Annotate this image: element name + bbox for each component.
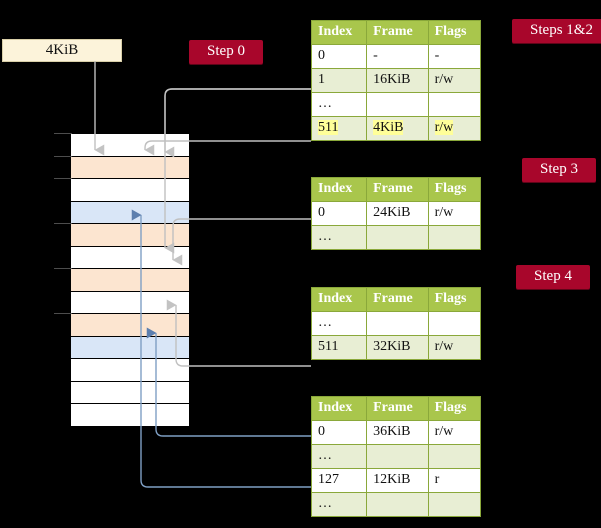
highlighted-value: r/w (434, 120, 454, 135)
memory-frame-row (70, 403, 190, 427)
memory-frame-row (70, 335, 190, 359)
table-cell (366, 92, 429, 117)
table-cell: … (310, 444, 368, 469)
table-cell (366, 225, 429, 250)
badge-steps-1-2: Steps 1&2 (512, 19, 601, 43)
column-header-flags: Flags (427, 20, 482, 45)
table-cell: 36KiB (366, 420, 429, 445)
memory-frame-row (70, 223, 190, 247)
table-cell: r/w (427, 68, 482, 93)
table-cell: r (427, 468, 482, 493)
table-cell: - (366, 44, 429, 69)
physical-memory-column (70, 133, 190, 427)
memory-tick (54, 313, 72, 314)
table-cell: r/w (427, 335, 482, 360)
table-cell (427, 311, 482, 336)
memory-tick (54, 223, 72, 224)
table-row: … (310, 444, 482, 469)
table-cell: 0 (310, 201, 368, 226)
table-row: … (310, 492, 482, 517)
highlighted-value: 511 (318, 120, 339, 135)
table-cell: 4KiB (366, 116, 429, 141)
memory-frame-row (70, 290, 190, 314)
table-cell (366, 492, 429, 517)
table-row: 0-- (310, 44, 482, 69)
table-cell (427, 492, 482, 517)
table-row: … (310, 225, 482, 250)
column-header-frame: Frame (366, 396, 429, 421)
column-header-flags: Flags (427, 287, 482, 312)
table-cell: 0 (310, 420, 368, 445)
memory-tick (54, 268, 72, 269)
table-cell: … (310, 92, 368, 117)
column-header-index: Index (310, 287, 368, 312)
memory-tick (54, 178, 72, 179)
badge-step-4: Step 4 (516, 265, 590, 289)
column-header-frame: Frame (366, 20, 429, 45)
column-header-frame: Frame (366, 177, 429, 202)
table-cell: 511 (310, 335, 368, 360)
badge-step-0: Step 0 (189, 40, 263, 64)
memory-frame-row (70, 380, 190, 404)
table-cell: r/w (427, 116, 482, 141)
memory-tick (54, 155, 72, 157)
table-cell (427, 444, 482, 469)
table-cell: r/w (427, 420, 482, 445)
table-cell: 12KiB (366, 468, 429, 493)
column-header-frame: Frame (366, 287, 429, 312)
memory-frame-row (70, 313, 190, 337)
table-cell (427, 92, 482, 117)
table-row: … (310, 311, 482, 336)
table-cell: … (310, 225, 368, 250)
memory-frame-row (70, 200, 190, 224)
memory-frame-row (70, 155, 190, 179)
column-header-index: Index (310, 396, 368, 421)
table-cell: 16KiB (366, 68, 429, 93)
table-cell: 511 (310, 116, 368, 141)
table-cell: 1 (310, 68, 368, 93)
column-header-flags: Flags (427, 177, 482, 202)
page-size-box: 4KiB (2, 39, 122, 62)
table-cell: … (310, 311, 368, 336)
memory-tick (54, 133, 72, 134)
table-cell: - (427, 44, 482, 69)
highlighted-value: 4KiB (373, 120, 404, 135)
table-cell (366, 444, 429, 469)
table-row: 511 4KiB r/w (310, 116, 482, 141)
table-row: … (310, 92, 482, 117)
memory-frame-row (70, 178, 190, 202)
table-cell: r/w (427, 201, 482, 226)
column-header-flags: Flags (427, 396, 482, 421)
table-cell (427, 225, 482, 250)
page-size-label: 4KiB (45, 42, 79, 58)
memory-frame-row (70, 245, 190, 269)
column-header-index: Index (310, 20, 368, 45)
table-cell: 32KiB (366, 335, 429, 360)
table-cell: … (310, 492, 368, 517)
table-cell: 127 (310, 468, 368, 493)
memory-frame-row (70, 358, 190, 382)
table-cell (366, 311, 429, 336)
table-cell: 0 (310, 44, 368, 69)
memory-frame-row (70, 268, 190, 292)
memory-frame-row (70, 133, 190, 157)
table-cell: 24KiB (366, 201, 429, 226)
column-header-index: Index (310, 177, 368, 202)
badge-step-3: Step 3 (522, 158, 596, 182)
